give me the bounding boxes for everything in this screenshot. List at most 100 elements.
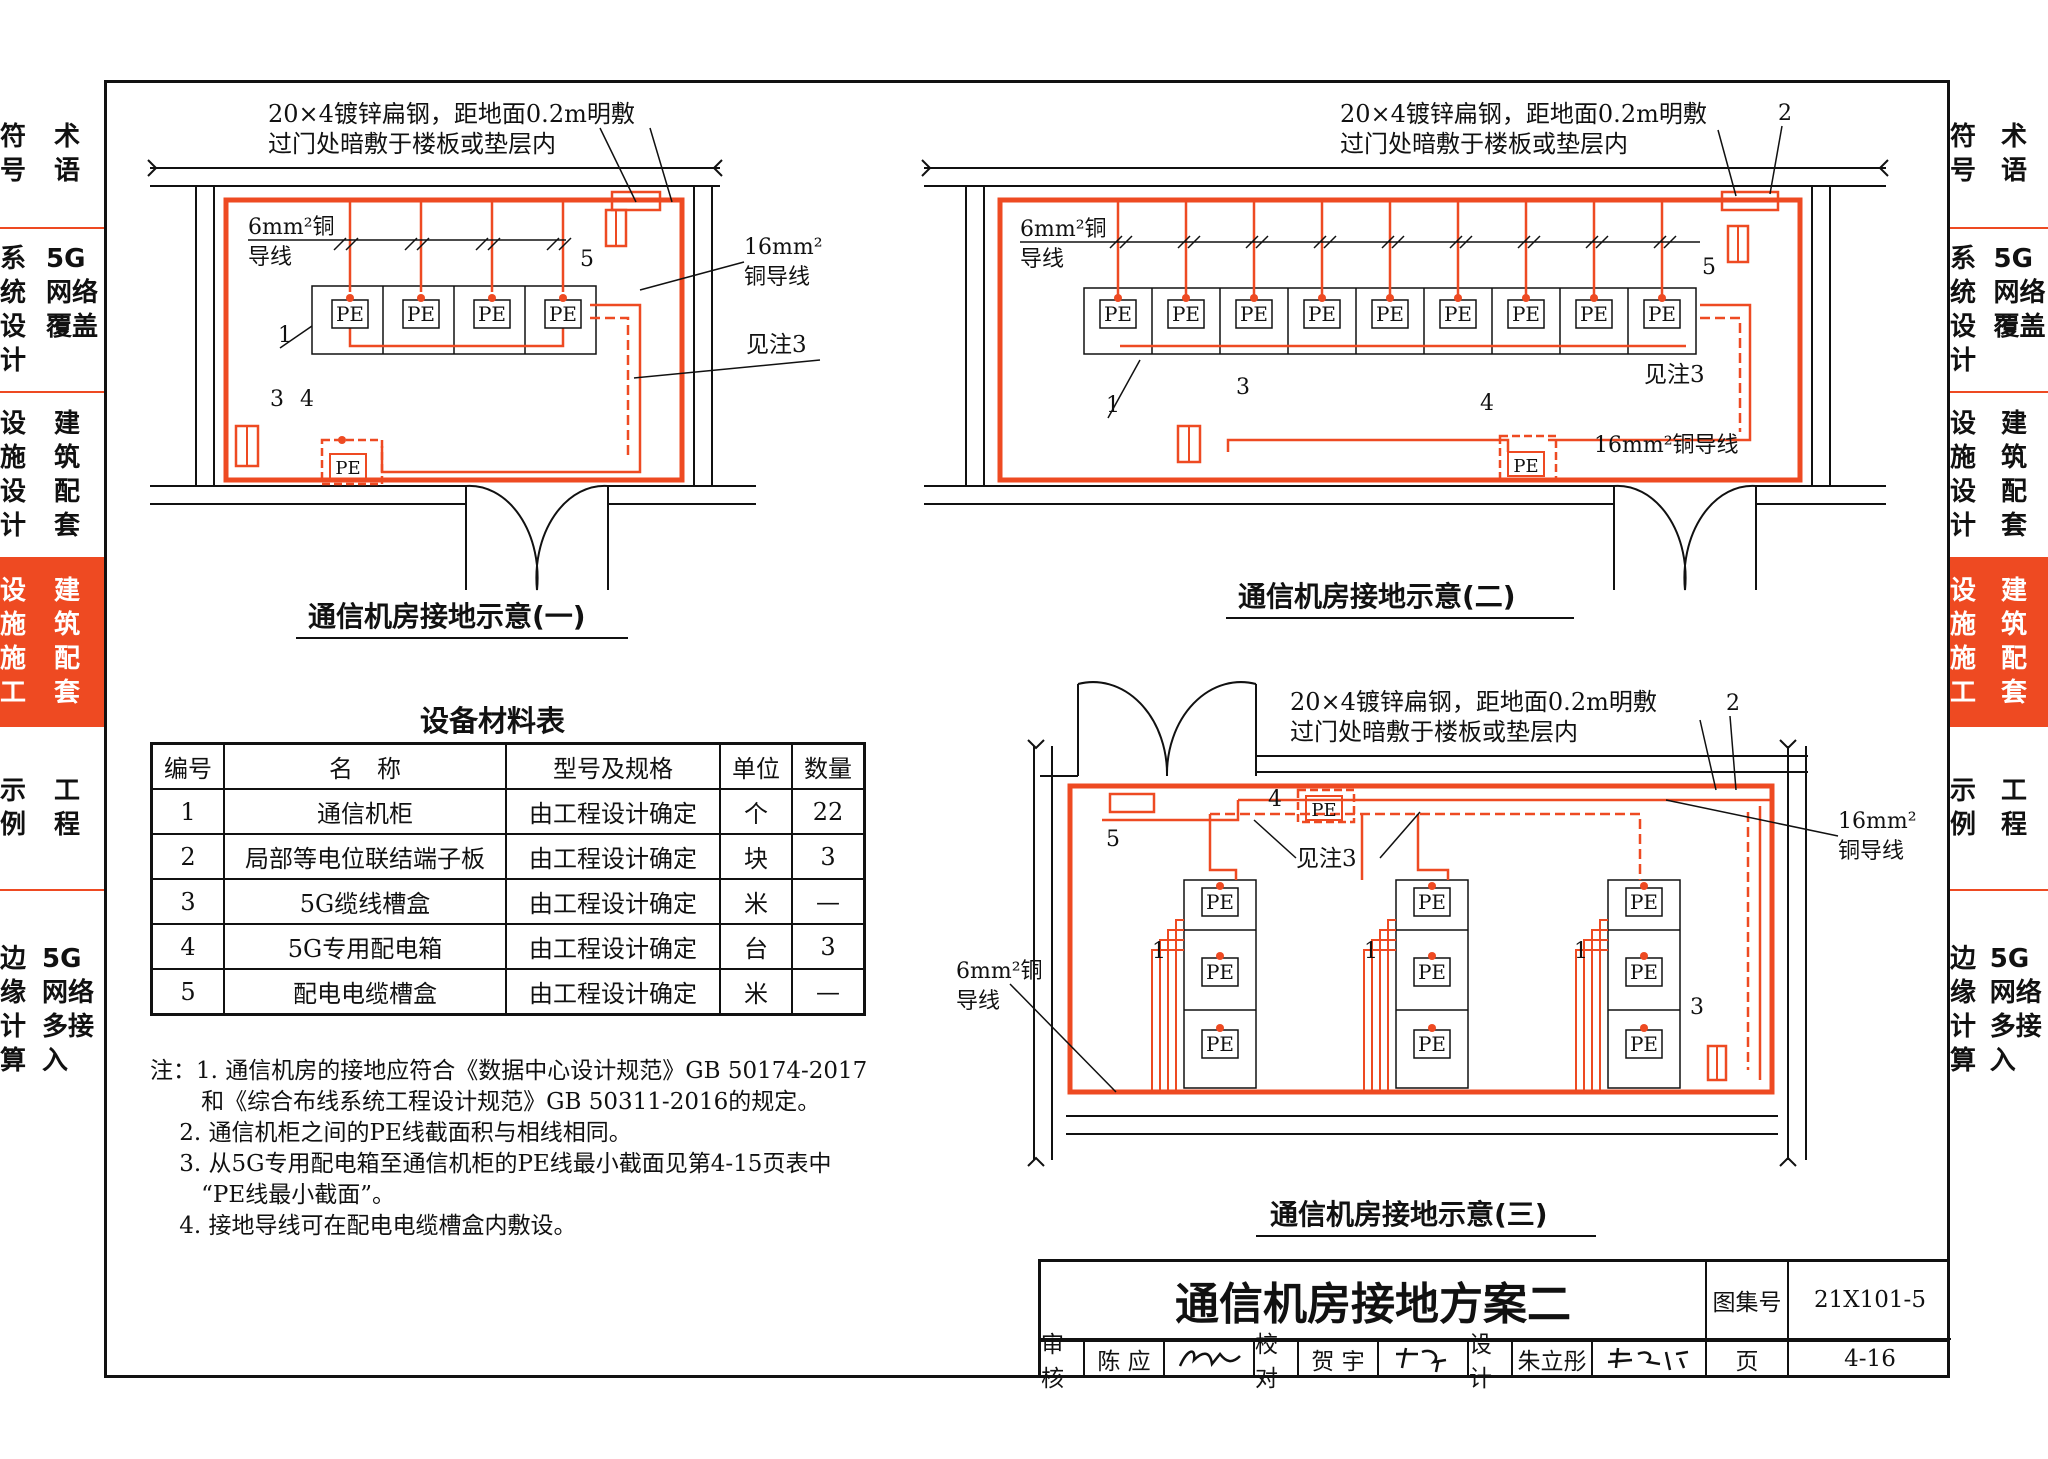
- sidebar-tab-2[interactable]: 5G网络覆盖系统设计: [0, 228, 104, 392]
- steel-note-line1: 20×4镀锌扁钢，距地面0.2m明敷: [268, 100, 635, 128]
- sidebar-tab-5[interactable]: 工程示例: [0, 726, 104, 890]
- sidebar-tab-text: 5G网络覆盖: [1993, 244, 2046, 342]
- sidebar-tab-text: 边缘计算: [0, 944, 27, 1076]
- table-cell: 由工程设计确定: [505, 968, 721, 1016]
- pe-terminal: PE: [1201, 952, 1239, 987]
- steel-note-line2: 过门处暗敷于楼板或垫层内: [1340, 130, 1628, 158]
- cabinet-column: [1575, 879, 1681, 1090]
- label-4: 4: [300, 387, 314, 412]
- table-cell: 3: [150, 878, 225, 925]
- svg-text:PE: PE: [1104, 302, 1132, 326]
- pe-terminal: PE: [331, 294, 369, 329]
- pe-terminal: PE: [1303, 294, 1341, 329]
- pe-terminal: PE: [1625, 1024, 1663, 1059]
- table-cell: 由工程设计确定: [505, 923, 721, 970]
- svg-text:PE: PE: [1240, 302, 1268, 326]
- sidebar-divider: [0, 391, 104, 393]
- wire6-label-line2: 导线: [248, 245, 292, 270]
- table-cell: 5G专用配电箱: [223, 923, 507, 970]
- label-4: 4: [1480, 391, 1494, 416]
- sidebar-tab-4[interactable]: 建筑配套设施施工: [0, 558, 104, 726]
- page-number: 4-16: [1844, 1346, 1896, 1372]
- wire6-label-line2: 导线: [956, 989, 1000, 1014]
- table-cell: 由工程设计确定: [505, 788, 721, 835]
- table-cell: 局部等电位联结端子板: [223, 833, 507, 880]
- sidebar-divider: [1950, 557, 2048, 559]
- svg-text:PE: PE: [1648, 302, 1676, 326]
- svg-text:PE: PE: [1444, 302, 1472, 326]
- svg-text:PE: PE: [1206, 960, 1234, 984]
- wire16-label-line2: 铜导线: [744, 265, 810, 290]
- sidebar-tab-3[interactable]: 建筑配套设施设计: [1950, 392, 2048, 558]
- header-qty: 数量: [791, 742, 866, 790]
- svg-text:PE: PE: [478, 302, 506, 326]
- sidebar-tab-6[interactable]: 5G网络多接入边缘计算: [1950, 890, 2048, 1130]
- note-line: “PE线最小截面”。: [150, 1182, 395, 1208]
- sidebar-tab-3[interactable]: 建筑配套设施设计: [0, 392, 104, 558]
- pe-terminal: PE: [1625, 882, 1663, 917]
- svg-text:PE: PE: [1206, 1032, 1234, 1056]
- sidebar-tab-text: 设施设计: [1950, 409, 1977, 541]
- sidebar-tab-text: 符号: [1950, 122, 1977, 186]
- table-cell: 由工程设计确定: [505, 833, 721, 880]
- pe-terminal: PE: [1413, 882, 1451, 917]
- wire6-label-line1: 6mm²铜: [1020, 217, 1107, 242]
- pe-terminal: PE: [402, 294, 440, 329]
- wire16-label-line1: 16mm²: [1838, 809, 1917, 834]
- table-cell: —: [791, 878, 866, 925]
- svg-text:PE: PE: [1630, 960, 1658, 984]
- label-1b: 1: [1364, 939, 1378, 964]
- svg-text:PE: PE: [1630, 1032, 1658, 1056]
- table-cell: 22: [791, 788, 866, 835]
- svg-text:PE: PE: [549, 302, 577, 326]
- cabinet-column: [1151, 879, 1257, 1090]
- label-2: 2: [1726, 691, 1740, 716]
- note-ref: 见注3: [1296, 846, 1357, 872]
- sidebar-tab-5[interactable]: 工程示例: [1950, 726, 2048, 890]
- table-header-row: 编号 名 称 型号及规格 单位 数量: [150, 742, 866, 790]
- table-cell: 台: [719, 923, 793, 970]
- wire16-label-line2: 铜导线: [1838, 839, 1904, 864]
- review-signature: [1165, 1340, 1255, 1378]
- svg-text:PE: PE: [1376, 302, 1404, 326]
- pe-terminal: PE: [1201, 1024, 1239, 1059]
- sidebar-tab-6[interactable]: 5G网络多接入边缘计算: [0, 890, 104, 1130]
- svg-text:PE: PE: [1206, 890, 1234, 914]
- sidebar-tab-2[interactable]: 5G网络覆盖系统设计: [1950, 228, 2048, 392]
- sidebar-tab-1[interactable]: 术语符号: [0, 80, 104, 228]
- drawing-frame: [104, 80, 1950, 1378]
- note-line: 3. 从5G专用配电箱至通信机柜的PE线最小截面见第4-15页表中: [150, 1151, 832, 1177]
- sidebar-tab-text: 设施施工: [0, 576, 27, 708]
- label-3: 3: [1236, 375, 1250, 400]
- title-block: 通信机房接地方案二 图集号 21X101-5 审核 陈 应 校对 贺 宇 设计 …: [1038, 1259, 1951, 1392]
- sidebar-tab-text: 5G网络多接入: [1989, 944, 2042, 1076]
- check-name: 贺 宇: [1299, 1340, 1379, 1378]
- table-cell: 5G缆线槽盒: [223, 878, 507, 925]
- steel-note-line2: 过门处暗敷于楼板或垫层内: [1290, 718, 1578, 746]
- atlas-number: 21X101-5: [1814, 1287, 1926, 1313]
- table-cell: 2: [150, 833, 225, 880]
- sidebar-tab-1[interactable]: 术语符号: [1950, 80, 2048, 228]
- pe-label: PE: [1513, 456, 1538, 477]
- pe-label: PE: [335, 458, 360, 479]
- table-cell: 米: [719, 878, 793, 925]
- table-cell: 3: [791, 833, 866, 880]
- table-cell: 块: [719, 833, 793, 880]
- steel-note-line1: 20×4镀锌扁钢，距地面0.2m明敷: [1340, 100, 1707, 128]
- sidebar-divider: [0, 227, 104, 229]
- pe-terminal: PE: [1099, 294, 1137, 329]
- sidebar-tab-text: 示例: [0, 776, 27, 840]
- svg-text:PE: PE: [1580, 302, 1608, 326]
- table-cell: 5: [150, 968, 225, 1016]
- label-5: 5: [1702, 255, 1716, 280]
- svg-text:PE: PE: [1418, 890, 1446, 914]
- table-cell: 通信机柜: [223, 788, 507, 835]
- sidebar-tab-4[interactable]: 建筑配套设施施工: [1950, 558, 2048, 726]
- pe-terminal: PE: [1371, 294, 1409, 329]
